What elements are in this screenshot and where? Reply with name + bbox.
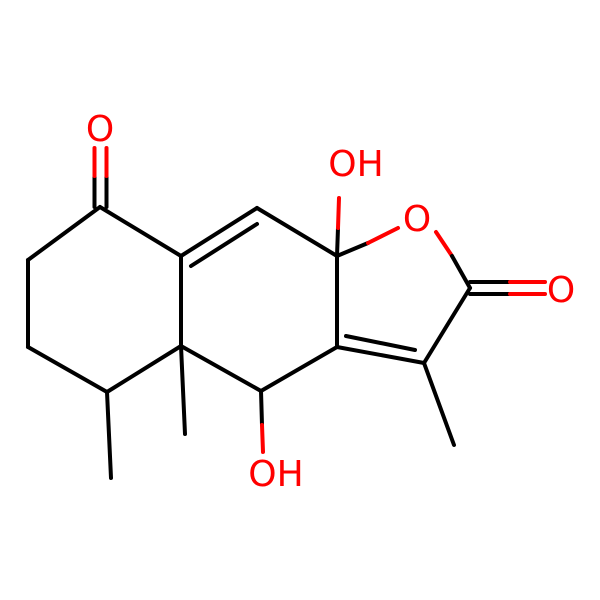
bond-c4-oh-o — [260, 423, 265, 454]
bond-c8a-c9-inner — [189, 222, 259, 268]
bond-c9-c9a — [255, 206, 339, 258]
top-hydroxyl-label: OH — [328, 144, 383, 185]
bond-c5-methyl — [105, 390, 113, 480]
bond-c3-c3a-inner — [344, 334, 417, 352]
bond-c8a-c8 — [98, 205, 183, 258]
bond-c9a-oh-o — [336, 196, 341, 230]
bond-c3a-c4 — [259, 345, 339, 393]
bond-o1-c2-o — [434, 230, 454, 258]
bond-c9a-o1-o — [366, 226, 400, 245]
bond-c2-c3 — [422, 286, 472, 365]
bond-c4-oh — [259, 389, 264, 427]
bond-c8-c7 — [26, 205, 102, 262]
bond-c5-c4a — [105, 344, 183, 394]
bond-c8a-c9 — [179, 206, 259, 258]
bond-c4a-methyl — [179, 344, 187, 436]
bottom-hydroxyl-label: OH — [248, 454, 303, 495]
bond-c4-c4a — [179, 344, 263, 393]
lactone-carbonyl-oxygen-label: O — [547, 270, 575, 311]
bond-c9a-oh — [335, 226, 340, 258]
bond-c6-c5 — [26, 345, 109, 394]
ketone-oxygen-label: O — [86, 109, 114, 150]
bond-c9a-o1 — [335, 241, 370, 258]
ring-oxygen-label: O — [403, 199, 431, 240]
bond-c3-methyl — [422, 361, 456, 447]
bond-c3-c3a — [335, 345, 426, 365]
bond-o1-c2 — [450, 254, 472, 290]
